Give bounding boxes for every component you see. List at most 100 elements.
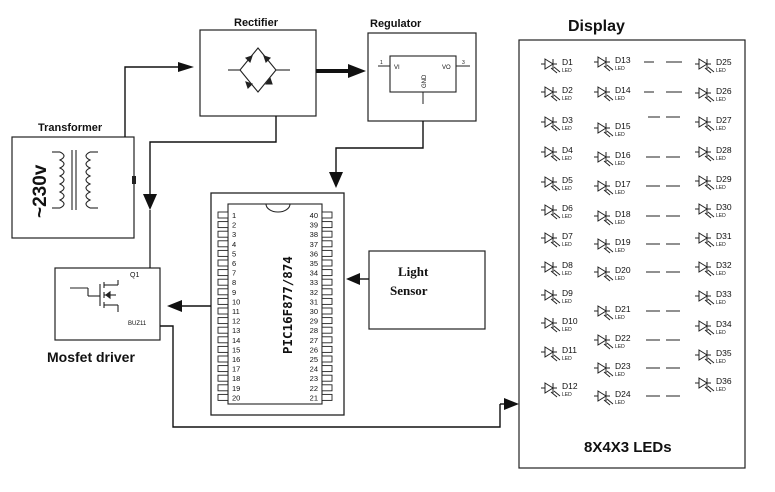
led-sublabel: LED (716, 97, 726, 103)
mcu-pin-number: 27 (310, 336, 318, 345)
regulator-pin1: 1 (380, 60, 383, 66)
mcu-pin-left (217, 211, 229, 219)
wire-mosfet-display (160, 325, 501, 428)
arrow-to-regulator (348, 64, 366, 78)
mcu-pin-left (217, 355, 229, 363)
led-label: D21 (615, 304, 631, 314)
led-label: D13 (615, 55, 631, 65)
led-sublabel: LED (562, 271, 572, 277)
led-sublabel: LED (716, 126, 726, 132)
led-sublabel: LED (716, 213, 726, 219)
led-label: D9 (562, 288, 573, 298)
mcu-pin-left (217, 317, 229, 325)
mcu-pin-right (321, 269, 333, 277)
led-sublabel: LED (562, 242, 572, 248)
led-diode-icon (695, 377, 715, 393)
led-sublabel: LED (716, 68, 726, 74)
display-box (518, 39, 746, 469)
regulator-pin-vi: VI (394, 65, 400, 71)
mcu-pin-left (217, 278, 229, 286)
mcu-pin-right (321, 365, 333, 373)
arrow-to-display (504, 398, 519, 410)
led-diode-icon (594, 238, 614, 254)
led-sublabel: LED (615, 248, 625, 254)
led-label: D33 (716, 289, 732, 299)
led-diode-icon (695, 146, 715, 162)
mcu-pin-left (217, 374, 229, 382)
led-label: D35 (716, 348, 732, 358)
mcu-pin-left (217, 393, 229, 401)
led-label: D20 (615, 265, 631, 275)
mcu-pin-number: 3 (232, 230, 236, 239)
light-sensor-block: Light Sensor (368, 250, 486, 330)
led-sublabel: LED (716, 242, 726, 248)
light-sensor-box (368, 250, 486, 330)
led-sublabel: LED (716, 359, 726, 365)
mcu-pin-number: 10 (232, 297, 240, 306)
led-sublabel: LED (716, 387, 726, 393)
led-diode-icon (594, 334, 614, 350)
mosfet-ref: Q1 (130, 272, 139, 279)
led-label: D23 (615, 361, 631, 371)
mcu-pin-number: 30 (310, 307, 318, 316)
led-diode-icon (594, 180, 614, 196)
led-sublabel: LED (562, 327, 572, 333)
led-label: D17 (615, 179, 631, 189)
mcu-pin-left (217, 288, 229, 296)
led-diode-icon (695, 116, 715, 132)
chip-notch (265, 203, 291, 213)
led-diode-icon (594, 362, 614, 378)
led-diode-icon (594, 151, 614, 167)
mcu-pin-number: 24 (310, 365, 318, 374)
mcu-pin-right (321, 278, 333, 286)
led-label: D7 (562, 231, 573, 241)
led-sublabel: LED (716, 271, 726, 277)
led-diode-icon (695, 87, 715, 103)
mcu-pin-right (321, 240, 333, 248)
led-label: D32 (716, 260, 732, 270)
mcu-pin-number: 15 (232, 345, 240, 354)
led-diode-icon (695, 175, 715, 191)
led-diode-icon (541, 58, 561, 74)
led-sublabel: LED (615, 344, 625, 350)
wire-regulator-mcu (335, 121, 424, 176)
mcu-pin-number: 40 (310, 211, 318, 220)
mcu-pin-number: 19 (232, 384, 240, 393)
led-diode-icon (541, 116, 561, 132)
microcontroller-block: 1234567891011121314151617181920403938373… (210, 192, 345, 416)
led-label: D29 (716, 174, 732, 184)
rectifier-block: Rectifier (199, 17, 317, 117)
mcu-pin-number: 7 (232, 269, 236, 278)
led-label: D11 (562, 345, 577, 355)
mcu-pin-number: 17 (232, 365, 240, 374)
led-label: D19 (615, 237, 631, 247)
led-diode-icon (594, 390, 614, 406)
led-diode-icon (594, 122, 614, 138)
mosfet-box (54, 267, 161, 341)
display-block: Display D1LEDD2LEDD3LEDD4LEDD5LEDD6LEDD7… (518, 18, 746, 469)
led-diode-icon (541, 146, 561, 162)
mcu-pin-left (217, 240, 229, 248)
mcu-pin-left (217, 326, 229, 334)
led-diode-icon (541, 382, 561, 398)
regulator-block: Regulator 1 3 VI VO GND (367, 18, 477, 122)
led-label: D25 (716, 57, 732, 67)
led-label: D34 (716, 319, 732, 329)
mcu-pin-number: 36 (310, 249, 318, 258)
mcu-pin-number: 16 (232, 355, 240, 364)
led-label: D10 (562, 316, 578, 326)
led-label: D3 (562, 115, 573, 125)
mcu-pin-right (321, 230, 333, 238)
mcu-pin-right (321, 336, 333, 344)
transformer-coil-icon (52, 150, 98, 210)
